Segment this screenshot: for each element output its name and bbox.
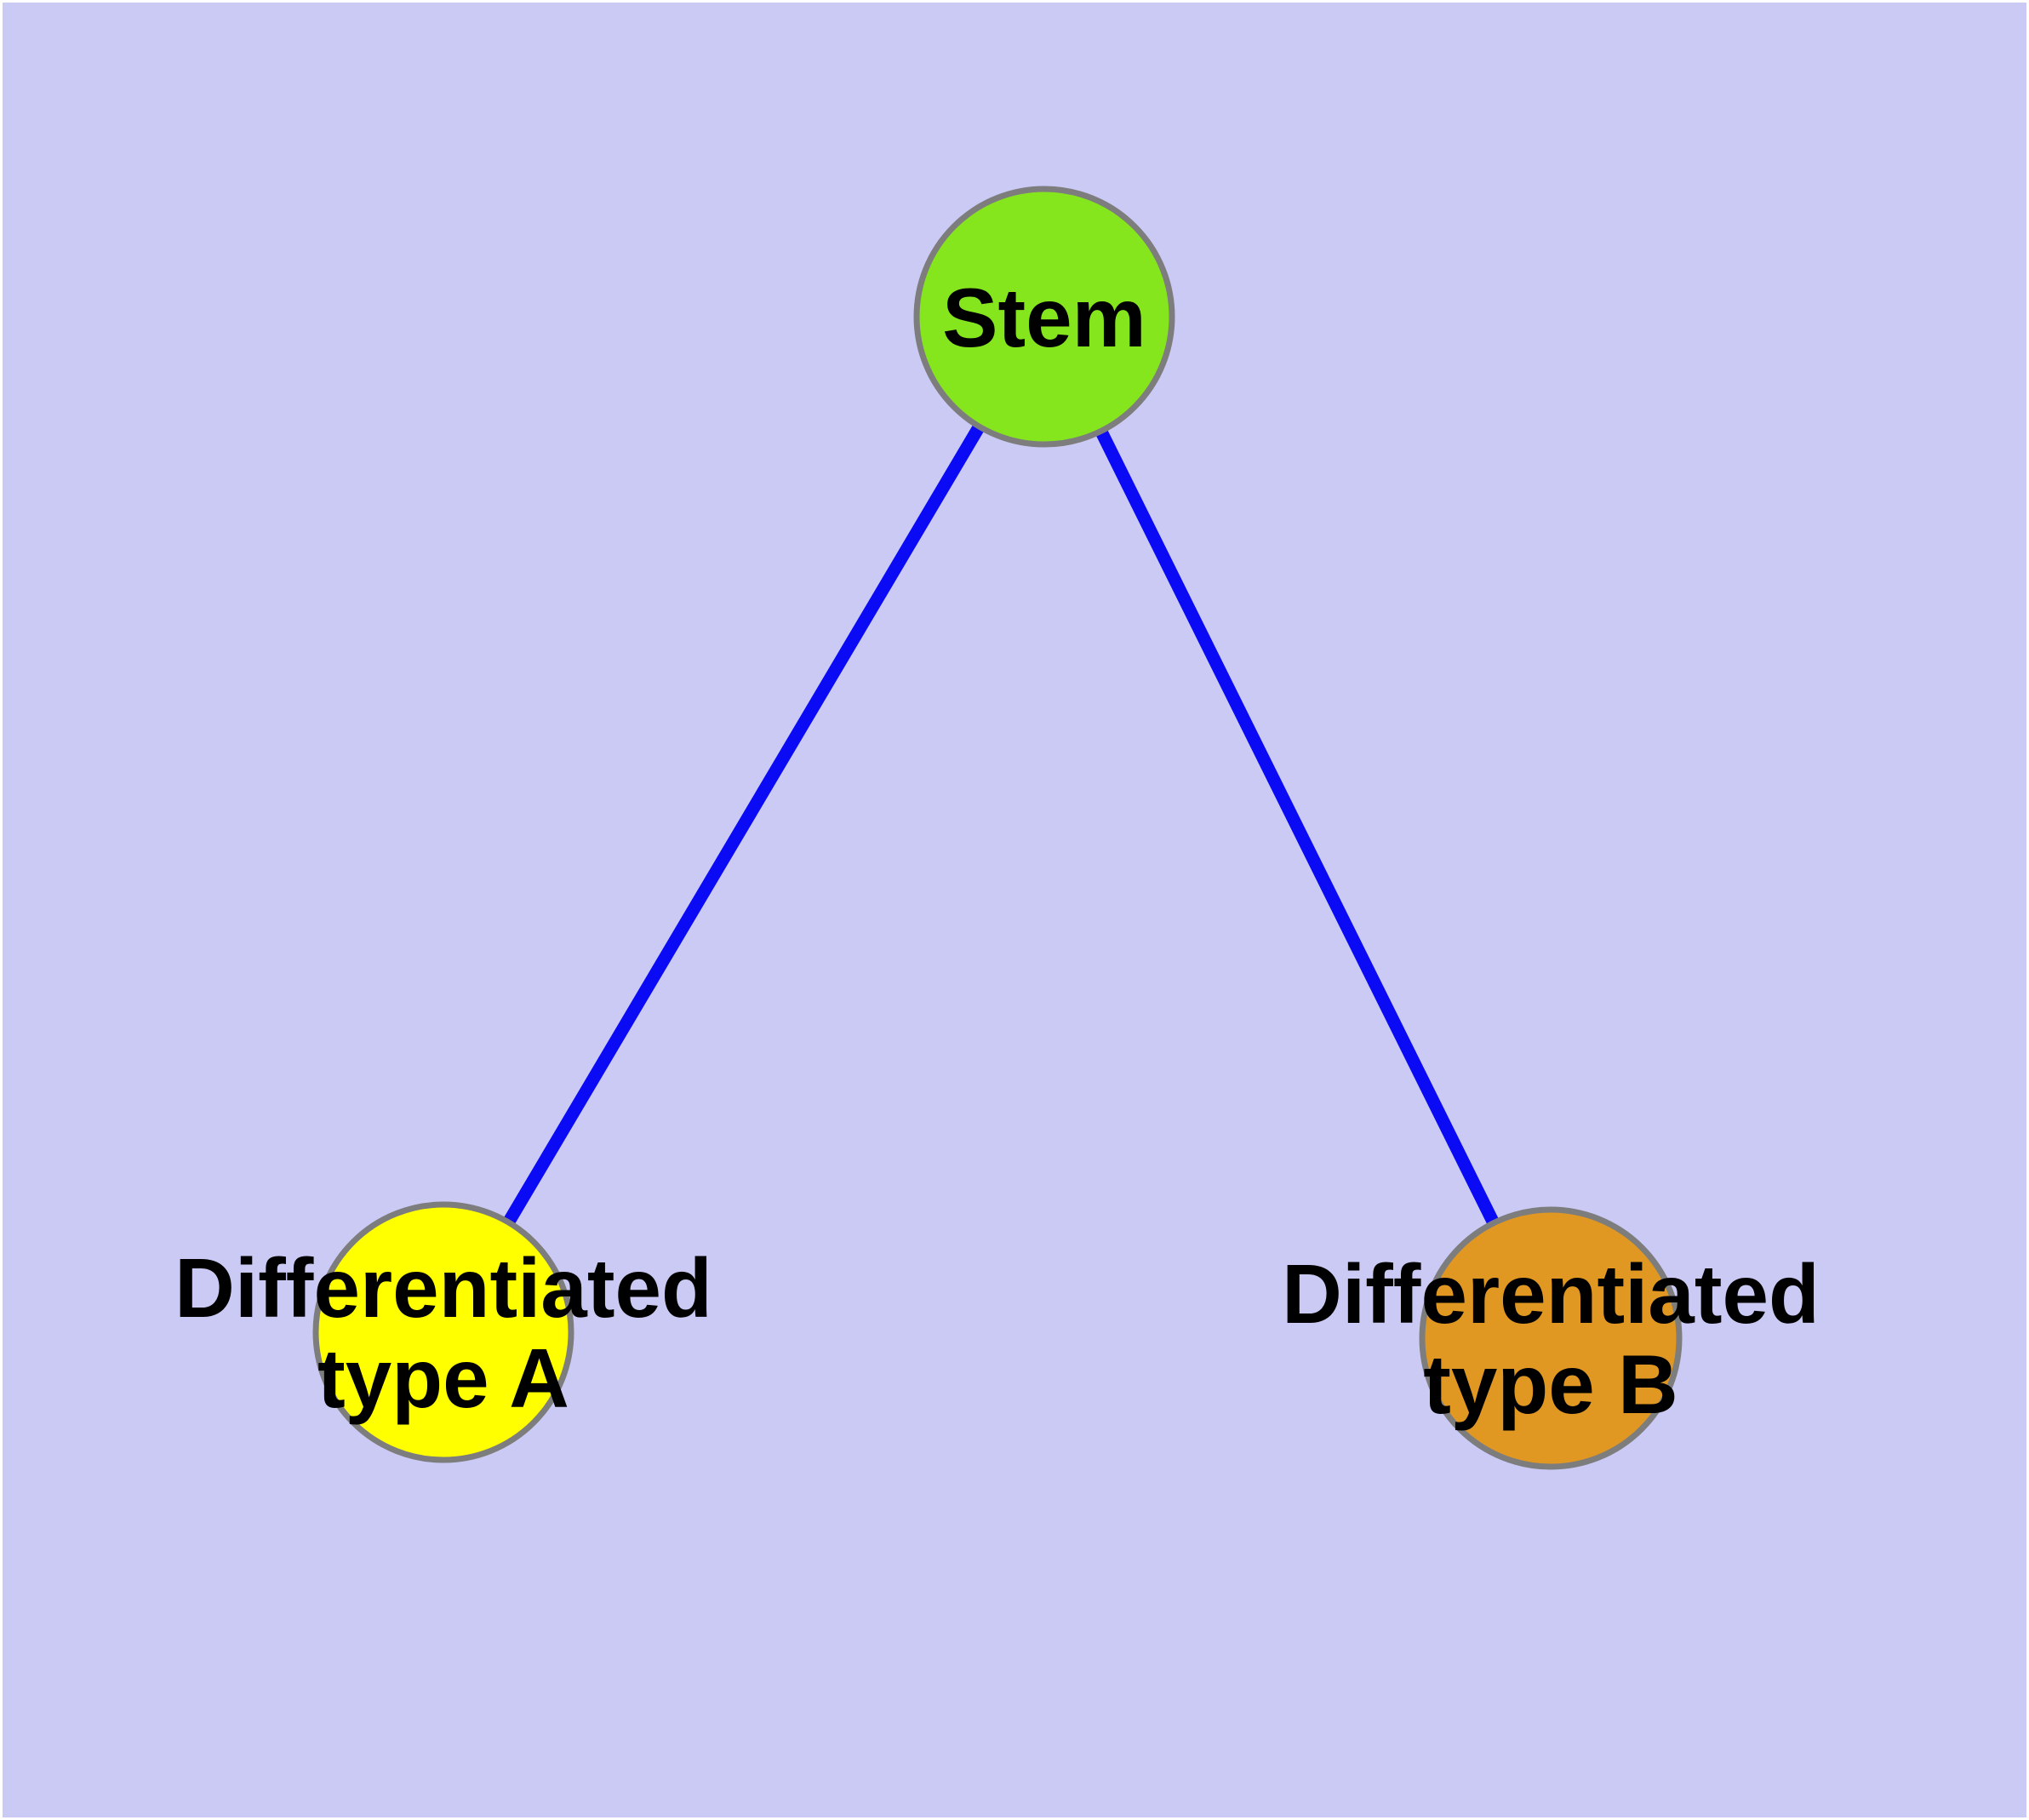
- node-differentiated-type-b-circle: [1419, 1206, 1683, 1470]
- edge-stem-to-differentiated-type-b: [1038, 313, 1557, 1342]
- node-differentiated-type-a-circle: [312, 1201, 574, 1463]
- edge-stem-to-differentiated-type-a: [437, 313, 1050, 1336]
- node-stem-label: Stem: [942, 271, 1146, 364]
- node-differentiated-type-b-label-line-1: Differentiated: [1282, 1247, 1820, 1341]
- node-differentiated-type-a-label-line-1: Differentiated: [174, 1241, 712, 1335]
- node-differentiated-type-a-label-line-2: type A: [317, 1331, 569, 1425]
- node-differentiated-type-b-label-line-2: type B: [1423, 1337, 1678, 1431]
- node-stem-label-line-1: Stem: [942, 271, 1146, 364]
- node-stem-circle: [913, 186, 1175, 448]
- node-stem: Stem: [913, 186, 1175, 448]
